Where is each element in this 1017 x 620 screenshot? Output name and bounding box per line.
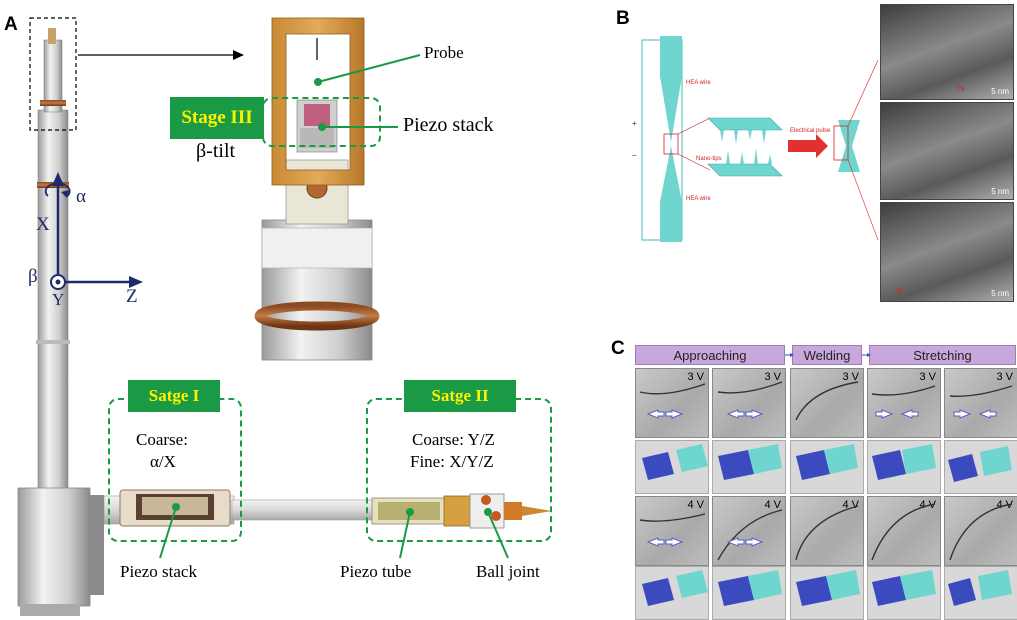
sim-r2-c2 [712, 566, 786, 620]
stage-iii-box [262, 97, 381, 147]
axis-beta: β [28, 266, 38, 287]
panel-label-c: C [611, 338, 625, 359]
piezo-stack-bottom-label: Piezo stack [120, 562, 197, 581]
stage-ii-line2: Fine: X/Y/Z [410, 452, 494, 471]
voltage-label: 4 V [687, 499, 704, 511]
tem-r2-c3: 4 V [790, 496, 864, 566]
svg-text:−: − [632, 151, 637, 160]
tem-r1-c2: 3 V [712, 368, 786, 438]
hrtem-image-3: TB 5 nm [880, 202, 1014, 302]
tem-r1-c3: 3 V [790, 368, 864, 438]
tem-r1-c5: 3 V [944, 368, 1017, 438]
tem-r2-c5: 4 V [944, 496, 1017, 566]
stage-i-badge: Satge I [128, 380, 220, 412]
ball-joint-label: Ball joint [476, 562, 540, 581]
axis-x: X [36, 214, 50, 235]
sim-r1-c4 [867, 440, 941, 494]
panel-b-schematic: + − [632, 36, 879, 242]
scale-bar-2: 5 nm [991, 187, 1009, 196]
voltage-label: 4 V [764, 499, 781, 511]
sim-r2-c4 [867, 566, 941, 620]
axis-alpha: α [76, 186, 86, 207]
voltage-label: 3 V [687, 371, 704, 383]
stage-ii-line1: Coarse: Y/Z [412, 430, 495, 449]
tem-r2-c4: 4 V [867, 496, 941, 566]
tem-r2-c2: 4 V [712, 496, 786, 566]
nano-tips-label: Nano-tips [696, 156, 722, 162]
svg-text:+: + [632, 119, 637, 128]
axis-y: Y [52, 290, 65, 309]
scale-bar-3: 5 nm [991, 289, 1009, 298]
voltage-label: 4 V [842, 499, 859, 511]
sim-r2-c3 [790, 566, 864, 620]
axis-z: Z [126, 286, 138, 307]
hrtem-image-1: TB 5 nm [880, 4, 1014, 100]
voltage-label: 3 V [764, 371, 781, 383]
tb-label-3: TB [895, 289, 903, 295]
voltage-label: 3 V [919, 371, 936, 383]
voltage-label: 3 V [842, 371, 859, 383]
tem-r1-c1: 3 V [635, 368, 709, 438]
phase-welding: Welding [792, 345, 862, 365]
sim-r1-c2 [712, 440, 786, 494]
hea-wire-top-label: HEA wire [686, 80, 711, 86]
sim-r2-c5 [944, 566, 1017, 620]
hea-wire-bottom-label: HEA wire [686, 196, 711, 202]
electrical-pulse-label: Electrical pulse [790, 128, 831, 134]
panel-a-illustration [17, 17, 552, 616]
tem-r2-c1: 4 V [635, 496, 709, 566]
voltage-label: 4 V [996, 499, 1013, 511]
tb-label-1: TB [957, 87, 965, 93]
phase-arrows [785, 353, 871, 357]
sim-r2-c1 [635, 566, 709, 620]
panel-label-b: B [616, 8, 630, 29]
piezo-tube-label: Piezo tube [340, 562, 412, 581]
stage-i-line2: α/X [150, 452, 176, 471]
phase-approaching: Approaching [635, 345, 785, 365]
tem-r1-c4: 3 V [867, 368, 941, 438]
stage-i-line1: Coarse: [136, 430, 188, 449]
sim-r1-c5 [944, 440, 1017, 494]
sim-r1-c3 [790, 440, 864, 494]
piezo-stack-top-label: Piezo stack [403, 114, 494, 136]
voltage-label: 4 V [919, 499, 936, 511]
beta-tilt-label: β-tilt [196, 140, 236, 162]
phase-stretching: Stretching [869, 345, 1016, 365]
voltage-label: 3 V [996, 371, 1013, 383]
stage-iii-badge: Stage III [170, 97, 264, 139]
probe-label: Probe [424, 43, 464, 62]
scale-bar-1: 5 nm [991, 87, 1009, 96]
panel-label-a: A [4, 14, 18, 35]
sim-r1-c1 [635, 440, 709, 494]
hrtem-image-2: 5 nm [880, 102, 1014, 200]
stage-ii-badge: Satge II [404, 380, 516, 412]
